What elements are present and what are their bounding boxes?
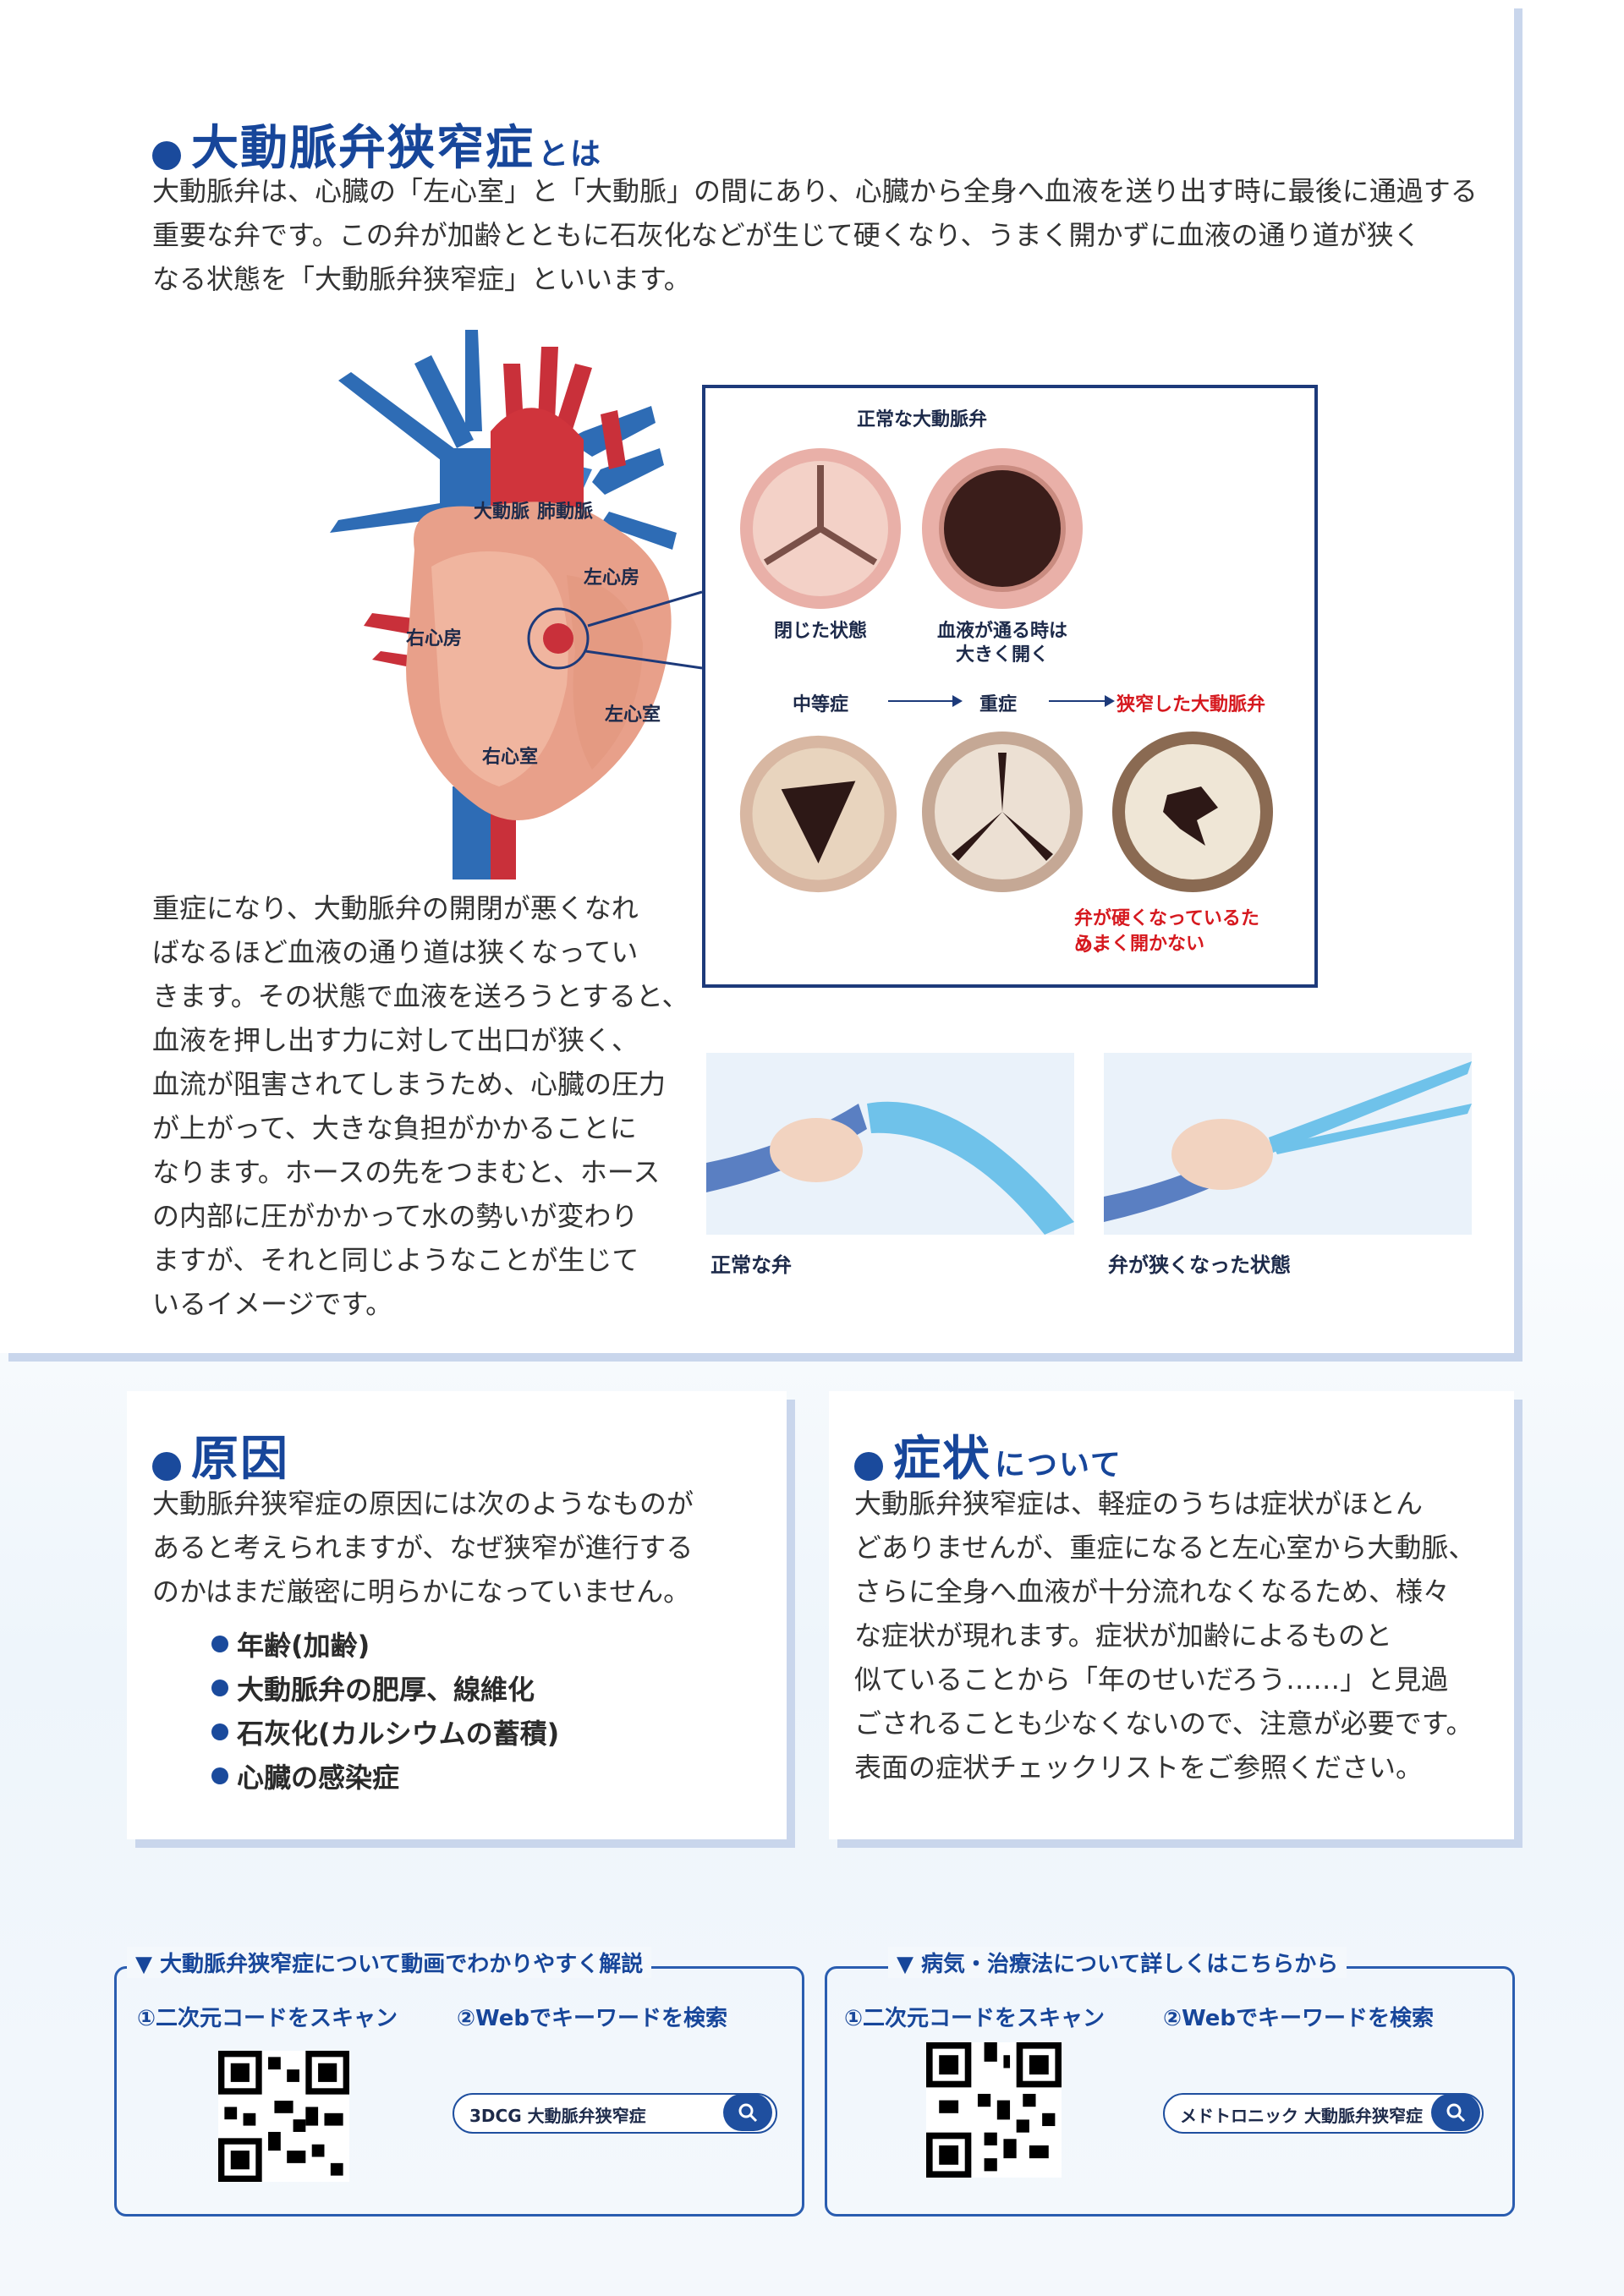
- cause-line: 大動脈弁狭窄症の原因には次のようなものが: [152, 1488, 694, 1520]
- stenotic-note-line2: うまく開かない: [1074, 934, 1205, 955]
- hose-narrow-label: 弁が狭くなった状態: [1108, 1253, 1291, 1277]
- heart-illustration: 大動脈 肺動脈 左心房 右心房 左心室 右心室: [330, 330, 703, 879]
- symptoms-line: 似ていることから「年のせいだろう……」と見過: [854, 1663, 1449, 1696]
- valve-severe-image: [922, 732, 1083, 892]
- cause-heading: 原因: [152, 1421, 289, 1489]
- explanation-line: ばなるほど血液の通り道は狭くなってい: [152, 936, 639, 968]
- intro-line: 重要な弁です。この弁が加齢とともに石灰化などが生じて硬くなり、うまく開かずに血液…: [152, 219, 1421, 251]
- label-aorta: 大動脈: [474, 501, 529, 523]
- video-step1: ①二次元コードをスキャン: [137, 2006, 398, 2031]
- search-icon: [738, 2103, 758, 2123]
- symptoms-line: さらに全身へ血液が十分流れなくなるため、様々: [854, 1575, 1451, 1608]
- info-step1: ①二次元コードをスキャン: [844, 2006, 1106, 2031]
- video-step2: ②Webでキーワードを検索: [457, 2006, 728, 2031]
- valve-closed-label: 閉じた状態: [773, 621, 867, 642]
- label-left-ventricle: 左心室: [605, 704, 661, 726]
- hose-normal-image: [706, 1053, 1074, 1235]
- label-right-ventricle: 右心室: [482, 746, 538, 768]
- valve-open-image: [922, 448, 1083, 609]
- cause-title: 原因: [191, 1432, 289, 1487]
- symptoms-title: 症状: [893, 1432, 991, 1487]
- qr-code-icon[interactable]: [926, 2042, 1062, 2178]
- symptoms-line: 大動脈弁狭窄症は、軽症のうちは症状がほとん: [854, 1488, 1424, 1520]
- explanation-line: なります。ホースの先をつまむと、ホース: [152, 1156, 661, 1188]
- symptoms-text: 大動脈弁狭窄症は、軽症のうちは症状がほとん どありませんが、重症になると左心室か…: [854, 1482, 1506, 1789]
- explanation-text: 重症になり、大動脈弁の開閉が悪くなれ ばなるほど血液の通り道は狭くなってい きま…: [152, 886, 694, 1326]
- list-item: 年齢(加齢): [211, 1624, 559, 1668]
- info-search-box[interactable]: [1163, 2093, 1484, 2134]
- stenotic-note-line1: 弁が硬くなっているため、: [1074, 908, 1259, 956]
- bullet-icon: [211, 1767, 228, 1784]
- arrow-head-icon: [1105, 695, 1115, 707]
- symptoms-line: 表面の症状チェックリストをご参照ください。: [854, 1751, 1424, 1784]
- valve-open-label-line1: 血液が通る時は: [936, 621, 1067, 642]
- explanation-line: ますが、それと同じようなことが生じて: [152, 1244, 639, 1276]
- list-item: 心臓の感染症: [211, 1756, 559, 1800]
- section-heading-aortic-stenosis: 大動脈弁狭窄症とは: [152, 110, 602, 178]
- explanation-line: 血液を押し出す力に対して出口が狭く、: [152, 1024, 639, 1056]
- cause-line: のかはまだ厳密に明らかになっていません。: [152, 1575, 691, 1608]
- valve-stenotic-image: [1112, 732, 1273, 892]
- search-icon: [1446, 2103, 1466, 2123]
- explanation-line: きます。その状態で血液を送ろうとすると、: [152, 980, 689, 1012]
- valve-open-label-line2: 大きく開く: [955, 644, 1049, 666]
- symptoms-panel: [829, 1391, 1514, 1839]
- list-item: 石灰化(カルシウムの蓄積): [211, 1712, 559, 1756]
- stage-severe-label: 重症: [979, 694, 1017, 715]
- list-item: 大動脈弁の肥厚、線維化: [211, 1668, 559, 1712]
- info-box-title: ▼ 病気・治療法について詳しくはこちらから: [888, 1947, 1347, 1978]
- explanation-line: 血流が阻害されてしまうため、心臓の圧力: [152, 1068, 667, 1100]
- video-search-button[interactable]: [723, 2094, 772, 2131]
- hose-narrow-image: [1104, 1053, 1472, 1235]
- intro-text: 大動脈弁は、心臓の「左心室」と「大動脈」の間にあり、心臓から全身へ血液を送り出す…: [152, 169, 1489, 301]
- label-left-atrium: 左心房: [584, 567, 639, 589]
- heading-suffix: とは: [538, 137, 603, 172]
- qr-code-icon[interactable]: [218, 2051, 349, 2182]
- heading-dot: [152, 140, 181, 170]
- valve-normal-title: 正常な大動脈弁: [856, 409, 987, 430]
- heading-title: 大動脈弁狭窄症: [191, 121, 535, 176]
- bullet-icon: [211, 1723, 228, 1740]
- video-box-title: ▼ 大動脈弁狭窄症について動画でわかりやすく解説: [127, 1947, 652, 1978]
- info-search-button[interactable]: [1431, 2094, 1480, 2131]
- label-pulmonary-artery: 肺動脈: [537, 501, 593, 523]
- valve-closed-image: [740, 448, 901, 609]
- heading-dot: [854, 1451, 883, 1481]
- info-step2: ②Webでキーワードを検索: [1163, 2006, 1435, 2031]
- cause-list: 年齢(加齢) 大動脈弁の肥厚、線維化 石灰化(カルシウムの蓄積) 心臓の感染症: [211, 1624, 559, 1800]
- arrow-right-icon: [888, 700, 956, 702]
- symptoms-line: ごされることも少なくないので、注意が必要です。: [854, 1707, 1473, 1740]
- hose-normal-label: 正常な弁: [710, 1253, 792, 1277]
- cause-panel: [127, 1391, 787, 1839]
- cause-text: 大動脈弁狭窄症の原因には次のようなものが あると考えられますが、なぜ狭窄が進行す…: [152, 1482, 761, 1614]
- bullet-icon: [211, 1680, 228, 1696]
- explanation-line: が上がって、大きな負担がかかることに: [152, 1112, 637, 1144]
- explanation-line: の内部に圧がかかって水の勢いが変わり: [152, 1200, 639, 1232]
- label-right-atrium: 右心房: [406, 627, 462, 649]
- stage-stenotic-label: 狭窄した大動脈弁: [1116, 694, 1266, 715]
- valve-moderate-image: [739, 735, 897, 893]
- symptoms-line: どありませんが、重症になると左心室から大動脈、: [854, 1532, 1476, 1564]
- stage-moderate-label: 中等症: [792, 694, 848, 715]
- intro-line: なる状態を「大動脈弁狭窄症」といいます。: [152, 263, 691, 295]
- symptoms-heading: 症状について: [854, 1421, 1122, 1489]
- heading-dot: [152, 1451, 181, 1481]
- arrow-right-icon: [1049, 700, 1108, 702]
- symptoms-suffix: について: [995, 1448, 1122, 1482]
- info-search-text: メドトロニック 大動脈弁狭窄症: [1180, 2106, 1423, 2126]
- arrow-head-icon: [952, 695, 963, 707]
- video-search-text: 3DCG 大動脈弁狭窄症: [469, 2106, 646, 2126]
- explanation-line: 重症になり、大動脈弁の開閉が悪くなれ: [152, 892, 639, 924]
- cause-line: あると考えられますが、なぜ狭窄が進行する: [152, 1532, 694, 1564]
- explanation-line: いるイメージです。: [152, 1288, 393, 1320]
- intro-line: 大動脈弁は、心臓の「左心室」と「大動脈」の間にあり、心臓から全身へ血液を送り出す…: [152, 175, 1478, 207]
- symptoms-line: な症状が現れます。症状が加齢によるものと: [854, 1619, 1392, 1652]
- bullet-icon: [211, 1636, 228, 1652]
